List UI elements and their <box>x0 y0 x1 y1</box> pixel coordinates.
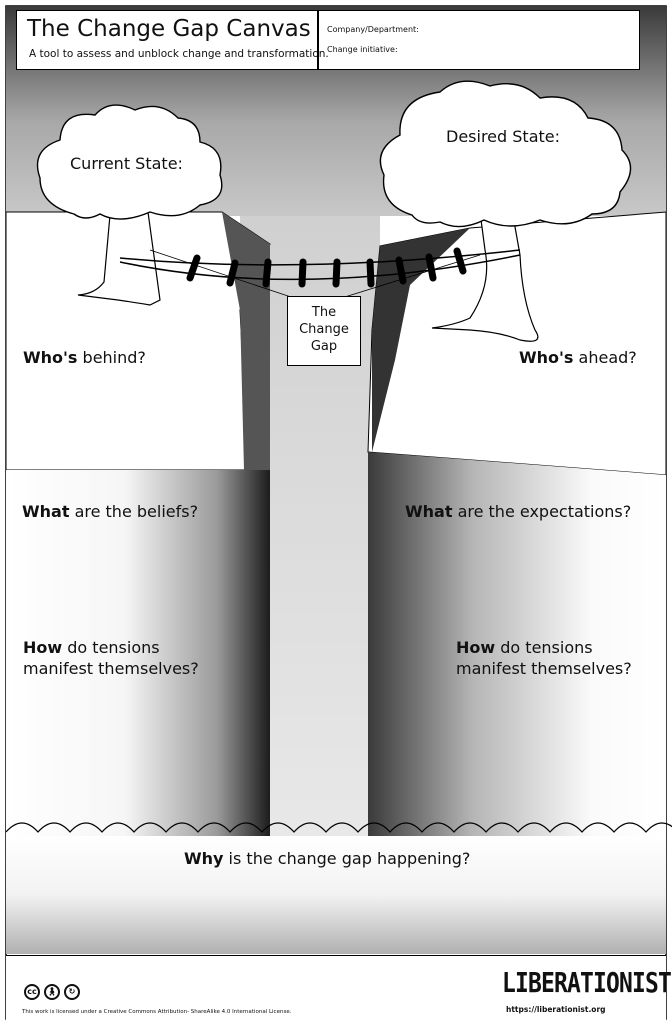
desired-state-label: Desired State: <box>446 127 560 146</box>
question-who-ahead: Who's ahead? <box>519 348 637 367</box>
question-who-behind: Who's behind? <box>23 348 146 367</box>
footer: cc 🚶︎ ↻ This work is licensed under a Cr… <box>6 955 672 1020</box>
company-field-label: Company/Department: <box>327 25 419 34</box>
initiative-field-label: Change initiative: <box>327 45 398 54</box>
liberationist-url[interactable]: https://liberationist.org <box>506 1005 606 1014</box>
right-tree-illustration <box>379 80 632 342</box>
question-why: Why is the change gap happening? <box>184 849 471 868</box>
rope-bridge <box>119 247 521 301</box>
header-box: The Change Gap Canvas A tool to assess a… <box>16 10 640 70</box>
gap-label-line2: Change <box>299 322 349 337</box>
current-state-label: Current State: <box>70 154 183 173</box>
question-beliefs: What are the beliefs? <box>22 502 199 521</box>
left-tree-illustration <box>36 104 223 306</box>
cc-icon: cc <box>24 984 40 1000</box>
canvas-subtitle: A tool to assess and unblock change and … <box>29 48 329 60</box>
change-gap-box: The Change Gap <box>287 296 361 366</box>
gap-label-line3: Gap <box>310 339 338 354</box>
sa-icon: ↻ <box>64 984 80 1000</box>
header-divider <box>317 11 319 69</box>
liberationist-logo: LIBERATIONIST <box>502 966 672 999</box>
by-icon: 🚶︎ <box>44 984 60 1000</box>
gap-label-line1: The <box>311 305 337 320</box>
license-text: This work is licensed under a Creative C… <box>22 1009 292 1015</box>
canvas-title: The Change Gap Canvas <box>27 16 311 42</box>
question-expectations: What are the expectations? <box>405 502 632 521</box>
